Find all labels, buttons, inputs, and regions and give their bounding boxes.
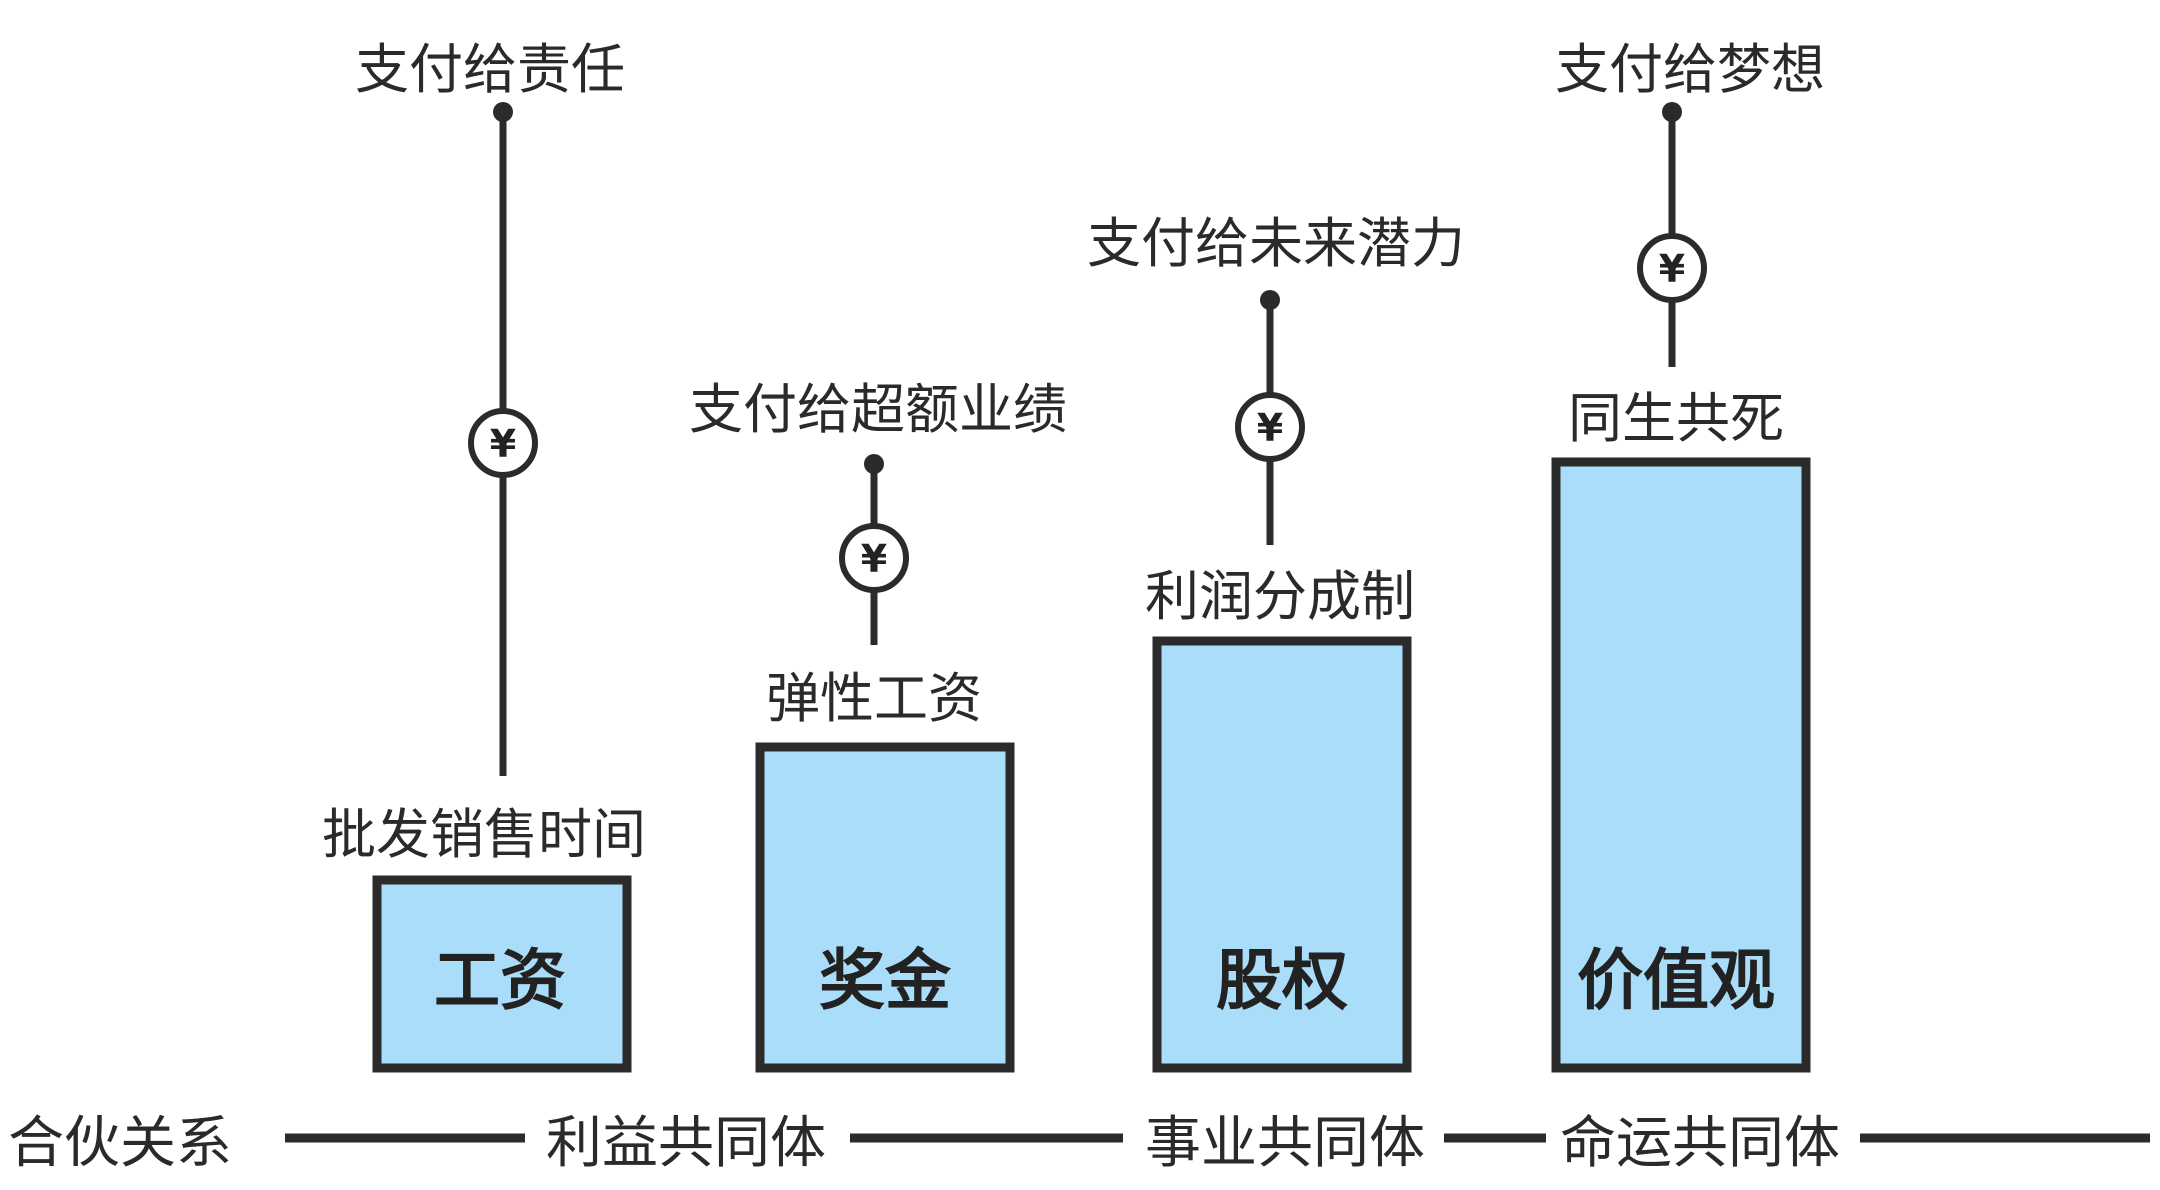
base-label-3: 利润分成制	[1145, 565, 1415, 628]
bar-label-3: 股权	[1216, 942, 1348, 1019]
bar-label-2: 奖金	[819, 942, 952, 1019]
bar-4	[1551, 457, 1811, 1073]
bar-label-1: 工资	[434, 942, 566, 1019]
base-label-1: 批发销售时间	[322, 803, 646, 866]
bar-2	[755, 742, 1015, 1073]
base-label-4: 同生共死	[1568, 387, 1784, 450]
yen-icon: ¥	[1235, 392, 1305, 462]
yen-icon: ¥	[1637, 233, 1707, 303]
column-2: 支付给超额业绩 ¥ 弹性工资 奖金	[689, 378, 1067, 1073]
column-1: 支付给责任 ¥ 批发销售时间 工资	[322, 38, 646, 1073]
axis-stage-1: 利益共同体	[546, 1111, 826, 1176]
svg-text:¥: ¥	[861, 537, 887, 581]
column-3: 支付给未来潜力 ¥ 利润分成制 股权	[1087, 212, 1465, 1073]
bar-1	[372, 875, 632, 1073]
svg-text:¥: ¥	[1257, 406, 1283, 450]
svg-text:¥: ¥	[490, 422, 516, 466]
axis-title: 合伙关系	[8, 1111, 232, 1176]
yen-icon: ¥	[839, 523, 909, 593]
pay-label-4: 支付给梦想	[1555, 38, 1825, 101]
pay-label-1: 支付给责任	[355, 38, 625, 101]
yen-icon: ¥	[468, 408, 538, 478]
axis-stage-3: 命运共同体	[1560, 1111, 1840, 1176]
svg-text:¥: ¥	[1659, 247, 1685, 291]
partnership-axis: 合伙关系 利益共同体 事业共同体 命运共同体	[8, 1111, 2150, 1176]
pay-label-3: 支付给未来潜力	[1087, 212, 1465, 275]
base-label-2: 弹性工资	[766, 667, 982, 730]
bar-label-4: 价值观	[1577, 942, 1775, 1019]
axis-stage-2: 事业共同体	[1145, 1111, 1425, 1176]
column-4: 支付给梦想 ¥ 同生共死 价值观	[1551, 38, 1825, 1073]
bar-3	[1152, 636, 1412, 1073]
pay-label-2: 支付给超额业绩	[689, 378, 1067, 441]
